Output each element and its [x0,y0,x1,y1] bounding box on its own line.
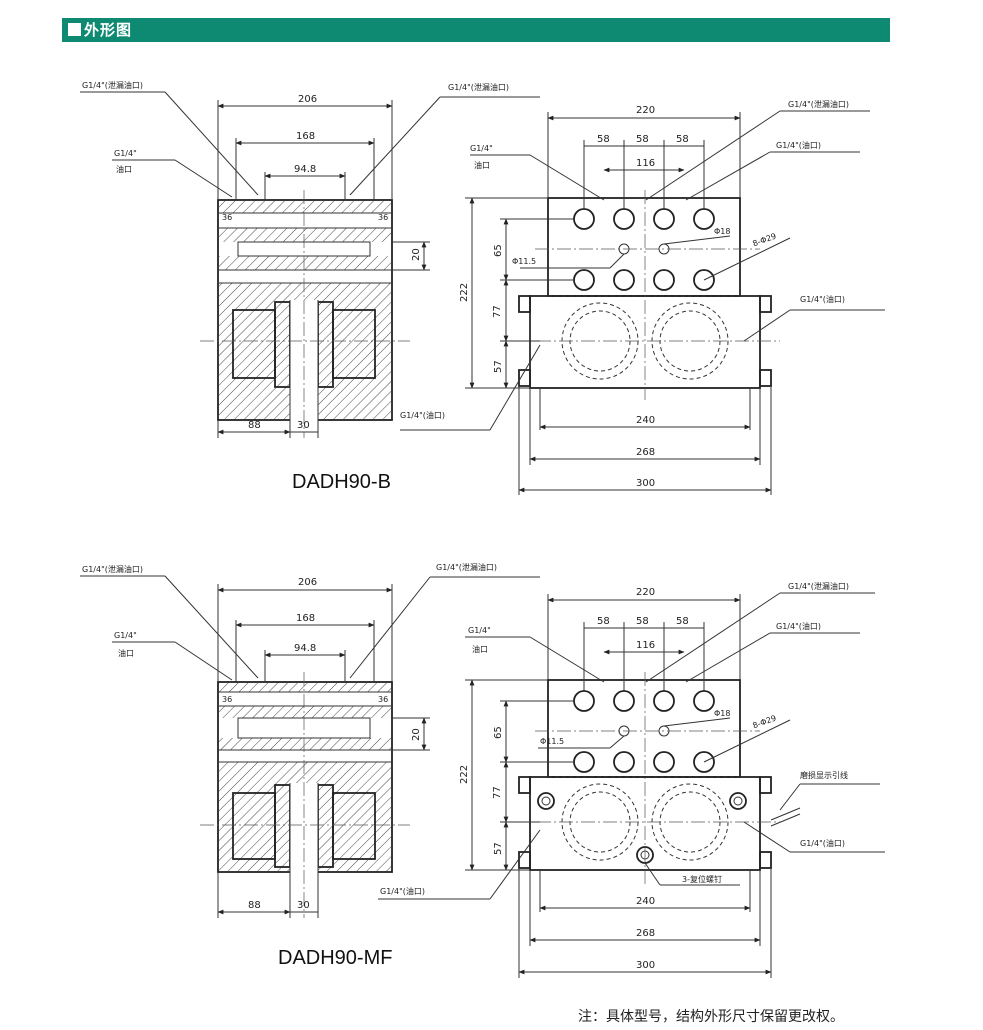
front-dims-mf: 220 58 58 58 116 222 65 77 57 [459,587,791,978]
dim-30: 30 [297,420,310,431]
dim-206: 206 [298,577,317,588]
callout-oil-right: G1/4"(油口) [776,140,821,150]
dim-77: 77 [492,305,503,318]
callout-oil-left: G1/4" [114,149,137,158]
model-name-mf: DADH90-MF [278,947,392,969]
dim-20: 20 [411,728,422,741]
dim-220: 220 [636,105,655,116]
dim-58-b: 58 [636,616,649,627]
callout-reset-screw: 3-复位螺钉 [682,874,722,884]
dim-58-b: 58 [636,134,649,145]
callout-oil-right-low: G1/4"(油口) [800,838,845,848]
dim-58-c: 58 [676,134,689,145]
dim-268: 268 [636,928,655,939]
callout-oil-bottom: G1/4"(油口) [400,410,445,420]
dim-36-right: 36 [378,695,388,704]
dim-65: 65 [493,726,504,739]
dim-300: 300 [636,960,655,971]
callout-oil-bottom: G1/4"(油口) [380,886,425,896]
callout-leak-left: G1/4"(泄漏油口) [82,564,143,574]
callout-oil-top-sub: 油口 [474,160,490,170]
dim-36-right: 36 [378,213,388,222]
front-view-mf [515,672,801,884]
view-dadh90-b: 206 168 94.8 36 36 20 88 30 [80,80,885,495]
callout-leak-left: G1/4"(泄漏油口) [82,80,143,90]
callout-leak-right: G1/4"(泄漏油口) [448,82,509,92]
side-view-mf [200,672,410,918]
callout-oil-top: G1/4" [468,626,491,635]
dim-58-a: 58 [597,134,610,145]
callout-oil-right-low: G1/4"(油口) [800,294,845,304]
dim-94-8: 94.8 [294,643,316,654]
dim-222: 222 [459,283,470,302]
dim-57: 57 [493,842,504,855]
dim-220: 220 [636,587,655,598]
dim-phi-18: Φ18 [714,227,730,236]
dim-77: 77 [492,786,503,799]
dim-phi-11-5: Φ11.5 [540,737,564,746]
callout-oil-right: G1/4"(油口) [776,621,821,631]
callout-leak-right: G1/4"(泄漏油口) [436,562,497,572]
view-dadh90-mf: 206 168 94.8 36 36 20 88 30 G [80,562,885,978]
callout-oil-top-sub: 油口 [472,644,488,654]
dim-240: 240 [636,896,655,907]
side-view-b [200,190,410,438]
front-view-b [515,190,780,400]
callout-oil-left-sub: 油口 [118,648,134,658]
callout-oil-left: G1/4" [114,631,137,640]
dim-88: 88 [248,420,261,431]
footnote: 注：具体型号，结构外形尺寸保留更改权。 [578,1009,844,1025]
dim-206: 206 [298,94,317,105]
dim-116: 116 [636,640,655,651]
dim-88: 88 [248,900,261,911]
dim-222: 222 [459,765,470,784]
dim-57: 57 [493,360,504,373]
section-header: 外形图 [62,18,890,42]
dim-36-left: 36 [222,695,232,704]
dim-phi-18: Φ18 [714,709,730,718]
callout-leak-top: G1/4"(泄漏油口) [788,99,849,109]
callout-leak-top: G1/4"(泄漏油口) [788,581,849,591]
dim-116: 116 [636,158,655,169]
model-name-b: DADH90-B [292,471,391,493]
side-dims-mf: 206 168 94.8 36 36 20 88 30 [217,577,430,918]
dim-240: 240 [636,415,655,426]
dim-36-left: 36 [222,213,232,222]
dim-58-a: 58 [597,616,610,627]
dim-65: 65 [493,244,504,257]
dim-168: 168 [296,131,315,142]
dim-30: 30 [297,900,310,911]
callout-oil-top: G1/4" [470,144,493,153]
dim-20: 20 [411,248,422,261]
callout-oil-left-sub: 油口 [116,164,132,174]
front-callouts-b: G1/4" 油口 G1/4"(泄漏油口) G1/4"(油口) G1/4"(油口)… [400,99,885,431]
dim-300: 300 [636,478,655,489]
dim-168: 168 [296,613,315,624]
dim-94-8: 94.8 [294,164,316,175]
side-callouts-b: G1/4"(泄漏油口) G1/4" 油口 G1/4"(泄漏油口) [80,80,540,198]
dim-58-c: 58 [676,616,689,627]
callout-wear-line: 磨损显示引线 [800,770,848,780]
front-dims-b: 220 58 58 58 116 222 65 77 57 [459,105,791,495]
header-square-icon [68,23,81,36]
dim-268: 268 [636,447,655,458]
section-title: 外形图 [84,21,133,39]
side-dims-b: 206 168 94.8 36 36 20 88 30 [217,94,430,438]
dim-phi-11-5: Φ11.5 [512,257,536,266]
front-callouts-mf: G1/4" 油口 G1/4"(泄漏油口) G1/4"(油口) 磨损显示引线 G1… [378,581,885,900]
side-callouts-mf: G1/4"(泄漏油口) G1/4" 油口 G1/4"(泄漏油口) [80,562,540,681]
